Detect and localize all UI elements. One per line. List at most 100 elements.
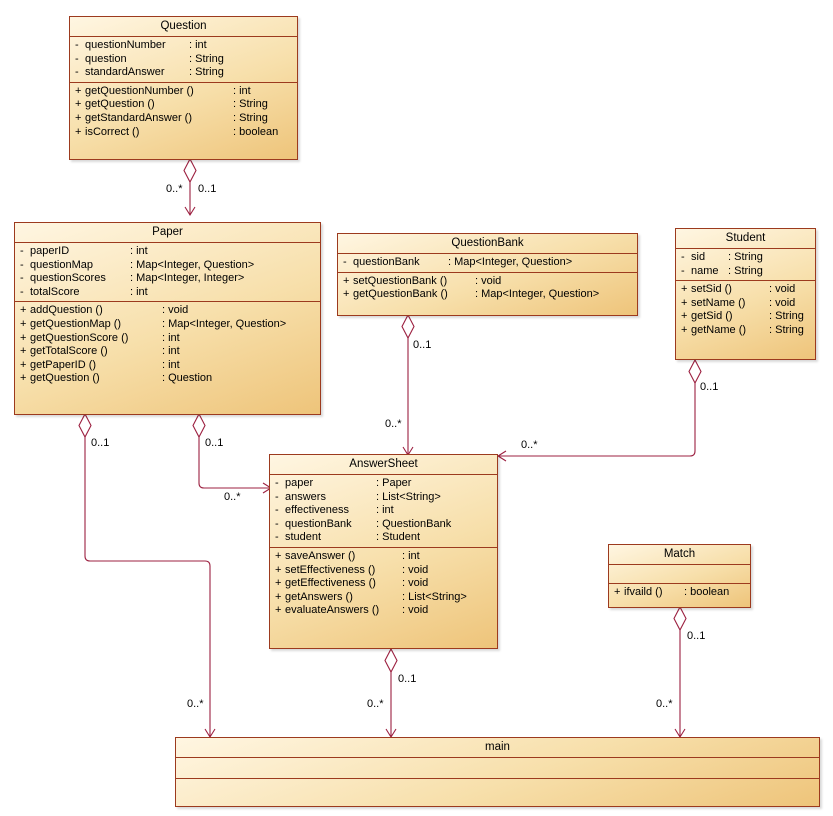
class-name: main	[176, 738, 819, 758]
member-type: : int	[233, 84, 251, 97]
member-name: questionScores	[30, 272, 106, 285]
attributes-compartment: -sid: String-name: String	[676, 249, 815, 282]
member-name: getQuestion ()	[85, 98, 155, 111]
member-type: : String	[728, 251, 763, 263]
member-name: questionBank	[285, 517, 352, 530]
method-row: +saveAnswer (): int	[270, 550, 497, 564]
member-type: : String	[233, 98, 268, 111]
methods-compartment: +saveAnswer (): int+setEffectiveness ():…	[270, 548, 497, 620]
method-row: +setSid (): void	[676, 283, 815, 297]
member-type: : Paper	[376, 477, 412, 489]
visibility-marker: +	[75, 98, 82, 111]
member-name: getEffectiveness ()	[285, 577, 376, 590]
visibility-marker: +	[275, 577, 282, 590]
member-type: : int	[162, 345, 180, 358]
member-name: getSid ()	[691, 310, 733, 323]
visibility-marker: -	[75, 52, 79, 65]
class-paper[interactable]: Paper -paperID: int-questionMap: Map<Int…	[14, 222, 321, 415]
visibility-marker: -	[20, 245, 24, 257]
member-type: : int	[162, 358, 180, 371]
visibility-marker: +	[681, 323, 688, 336]
member-name: paper	[285, 477, 314, 489]
diamond-paper-main	[78, 412, 92, 439]
member-name: sid	[691, 251, 706, 263]
visibility-marker: -	[20, 272, 24, 285]
methods-compartment: +setQuestionBank (): void+getQuestionBan…	[338, 273, 637, 304]
member-name: totalScore	[30, 285, 80, 298]
member-type: : int	[376, 504, 394, 517]
member-type: : Map<Integer, Integer>	[130, 272, 245, 285]
attribute-row: -questionScores : Map<Integer, Integer>	[15, 272, 320, 286]
class-name: Paper	[15, 223, 320, 243]
member-name: getTotalScore ()	[30, 345, 108, 358]
diamond-questionbank-sheet	[401, 313, 415, 340]
member-name: name	[691, 264, 719, 277]
attribute-row: -answers: List<String>	[270, 491, 497, 505]
member-name: getPaperID ()	[30, 358, 97, 371]
method-row: +getStandardAnswer (): String	[70, 112, 297, 126]
member-type: : String	[189, 66, 224, 79]
multiplicity-student-sheet-many: 0..*	[521, 439, 538, 451]
member-type: : void	[162, 304, 189, 317]
diamond-student-sheet	[688, 358, 702, 385]
member-name: questionMap	[30, 258, 93, 271]
method-row: +getPaperID (): int	[15, 359, 320, 373]
visibility-marker: +	[20, 317, 27, 330]
diamond-match-main	[673, 605, 687, 632]
method-row: +ifvaild (): boolean	[609, 586, 750, 600]
member-type: : int	[130, 285, 148, 298]
multiplicity-paper-sheet-many: 0..*	[224, 491, 241, 503]
class-questionbank[interactable]: QuestionBank -questionBank: Map<Integer,…	[337, 233, 638, 316]
attribute-row: -questionMap: Map<Integer, Question>	[15, 259, 320, 273]
member-name: getQuestionBank ()	[353, 288, 448, 301]
attribute-row: -totalScore: int	[15, 286, 320, 300]
class-match[interactable]: Match +ifvaild (): boolean	[608, 544, 751, 608]
member-type: : boolean	[233, 125, 279, 138]
member-type: : int	[402, 549, 420, 562]
member-type: : String	[233, 111, 268, 124]
visibility-marker: +	[681, 283, 688, 296]
multiplicity-question-paper-one: 0..1	[198, 183, 217, 195]
class-name: AnswerSheet	[270, 455, 497, 475]
member-type: : Student	[376, 531, 421, 544]
member-name: addQuestion ()	[30, 304, 103, 317]
link-paper-sheet	[198, 437, 271, 489]
member-name: getAnswers ()	[285, 590, 353, 603]
method-row: +getQuestionMap (): Map<Integer, Questio…	[15, 318, 320, 332]
member-type: : int	[189, 39, 207, 51]
multiplicity-student-sheet-one: 0..1	[700, 381, 719, 393]
multiplicity-match-main-one: 0..1	[687, 630, 706, 642]
attributes-compartment: -questionNumber: int-question: String-st…	[70, 37, 297, 83]
member-name: questionBank	[353, 256, 420, 268]
member-name: setSid ()	[691, 283, 732, 296]
visibility-marker: -	[275, 477, 279, 489]
class-question[interactable]: Question -questionNumber: int-question: …	[69, 16, 298, 160]
member-name: getQuestionMap ()	[30, 317, 122, 330]
methods-compartment: +setSid (): void+setName (): void+getSid…	[676, 281, 815, 339]
member-type: : void	[402, 563, 429, 576]
visibility-marker: +	[20, 345, 27, 358]
class-name: Match	[609, 545, 750, 565]
diamond-paper-sheet	[192, 412, 206, 439]
attribute-row: -standardAnswer: String	[70, 66, 297, 80]
visibility-marker: +	[681, 310, 688, 323]
attribute-row: -name: String	[676, 265, 815, 279]
member-type: : boolean	[684, 586, 730, 598]
class-student[interactable]: Student -sid: String-name: String +setSi…	[675, 228, 816, 360]
visibility-marker: +	[20, 372, 27, 385]
multiplicity-sheet-main-one: 0..1	[398, 673, 417, 685]
multiplicity-questionbank-sheet-many: 0..*	[385, 418, 402, 430]
member-name: isCorrect ()	[85, 125, 140, 138]
method-row: +getQuestionScore (): int	[15, 332, 320, 346]
visibility-marker: -	[275, 531, 279, 544]
class-answersheet[interactable]: AnswerSheet -paper: Paper-answers: List<…	[269, 454, 498, 649]
multiplicity-sheet-main-many: 0..*	[367, 698, 384, 710]
member-name: getStandardAnswer ()	[85, 111, 192, 124]
link-student-sheet	[498, 383, 696, 457]
member-type: : List<String>	[376, 490, 441, 503]
class-main[interactable]: main	[175, 737, 820, 807]
method-row: +setQuestionBank (): void	[338, 275, 637, 289]
attribute-row: -paper : Paper	[270, 477, 497, 491]
methods-compartment: +addQuestion (): void+getQuestionMap ():…	[15, 302, 320, 388]
attribute-row: -effectiveness: int	[270, 504, 497, 518]
